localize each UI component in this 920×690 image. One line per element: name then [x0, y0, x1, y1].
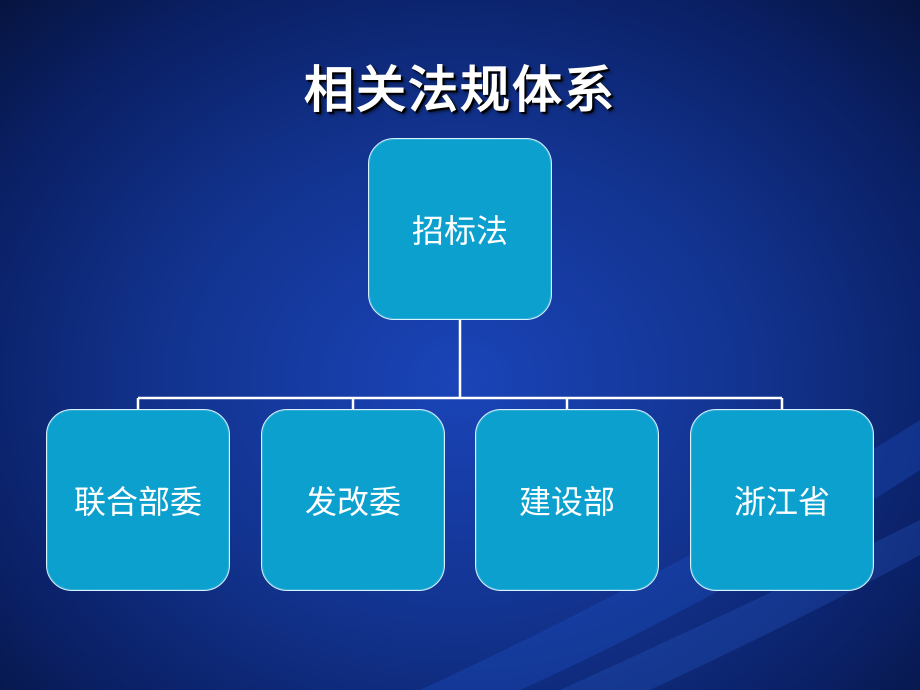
root-node-label: 招标法: [411, 212, 508, 250]
child-node-label: 浙江省: [733, 483, 830, 521]
root-node: 招标法: [368, 138, 552, 320]
child-node-label: 发改委: [304, 483, 401, 521]
page-title: 相关法规体系: [304, 60, 616, 119]
child-node-label: 建设部: [518, 483, 615, 521]
child-node-1: 联合部委: [46, 409, 230, 591]
child-node-4: 浙江省: [690, 409, 874, 591]
child-node-2: 发改委: [261, 409, 445, 591]
child-node-label: 联合部委: [73, 483, 202, 521]
child-node-3: 建设部: [475, 409, 659, 591]
